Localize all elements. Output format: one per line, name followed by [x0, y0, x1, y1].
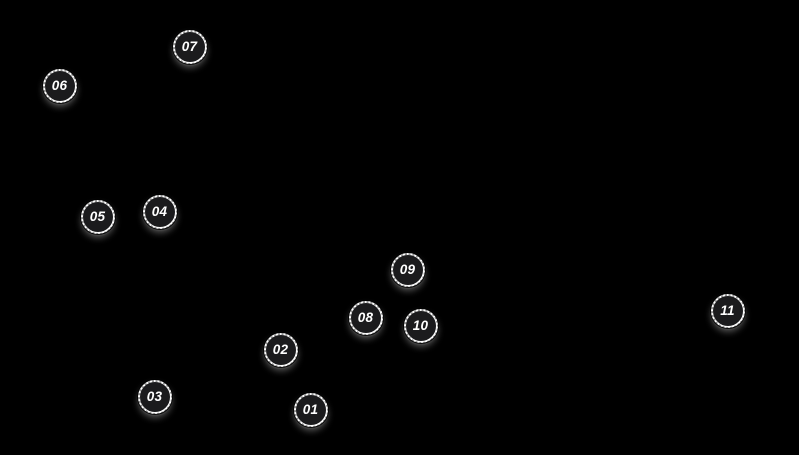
hotspot-marker-03[interactable]: 03	[137, 379, 173, 415]
hotspot-number: 02	[272, 342, 289, 358]
hotspot-number: 05	[89, 209, 106, 225]
hotspot-marker-10[interactable]: 10	[403, 308, 439, 344]
hotspot-marker-07[interactable]: 07	[172, 29, 208, 65]
hotspot-number: 10	[412, 318, 429, 334]
hotspot-marker-09[interactable]: 09	[390, 252, 426, 288]
hotspot-number: 09	[399, 262, 416, 278]
hotspot-number: 03	[146, 389, 163, 405]
hotspot-marker-01[interactable]: 01	[293, 392, 329, 428]
hotspot-marker-11[interactable]: 11	[710, 293, 746, 329]
hotspot-marker-08[interactable]: 08	[348, 300, 384, 336]
hotspot-number: 08	[357, 310, 374, 326]
hotspot-number: 06	[51, 78, 68, 94]
hotspot-number: 01	[302, 402, 319, 418]
hotspot-number: 04	[151, 204, 168, 220]
hotspot-marker-05[interactable]: 05	[80, 199, 116, 235]
hotspot-marker-02[interactable]: 02	[263, 332, 299, 368]
hotspot-marker-06[interactable]: 06	[42, 68, 78, 104]
hotspot-marker-04[interactable]: 04	[142, 194, 178, 230]
hotspot-number: 11	[720, 303, 735, 319]
hotspot-number: 07	[181, 39, 198, 55]
